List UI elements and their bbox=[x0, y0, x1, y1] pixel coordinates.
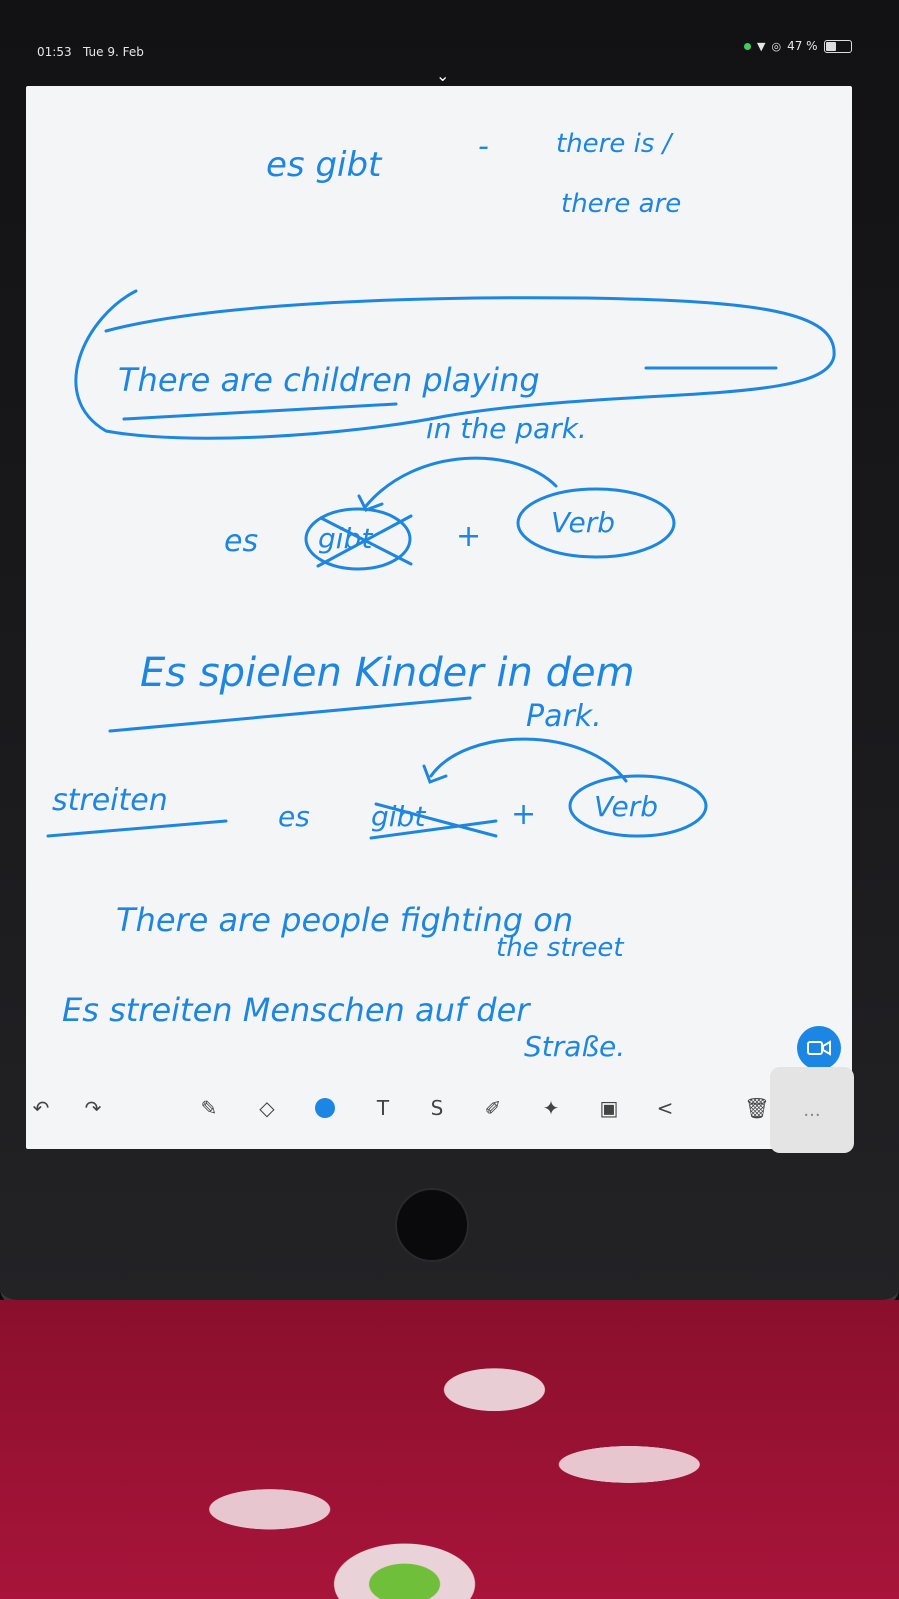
camera-indicator-icon bbox=[744, 42, 751, 50]
text-es-streiten: Es streiten Menschen auf der bbox=[62, 991, 531, 1029]
text-strasse: Straße. bbox=[524, 1030, 625, 1063]
text-verb-2: Verb bbox=[594, 790, 658, 823]
select-icon[interactable]: ▣ bbox=[599, 1096, 619, 1120]
text-es-1: es bbox=[224, 524, 258, 559]
text-there-are-children: There are children playing bbox=[118, 361, 540, 399]
back-icon[interactable]: < bbox=[656, 1096, 674, 1120]
status-indicators: ▼ ◎ 47 % bbox=[744, 39, 852, 53]
text-es-2: es bbox=[278, 800, 310, 833]
underline-streiten bbox=[46, 819, 228, 838]
underline-there bbox=[122, 402, 398, 421]
status-time: 01:53 Tue 9. Feb bbox=[37, 45, 144, 59]
color-dot-icon[interactable] bbox=[310, 1093, 340, 1123]
arrow-stroke-2 bbox=[429, 737, 628, 783]
underline-es-spielen bbox=[108, 696, 472, 733]
eraser-icon[interactable]: ◇ bbox=[259, 1096, 275, 1120]
location-icon: ◎ bbox=[771, 39, 782, 53]
text-verb-1: Verb bbox=[551, 506, 615, 539]
text-there-are-people: There are people fighting on bbox=[116, 901, 573, 939]
battery-percent: 47 % bbox=[787, 39, 818, 53]
text-there-is: there is / bbox=[556, 129, 675, 159]
redo-icon[interactable]: ↷ bbox=[84, 1096, 102, 1120]
trash-icon[interactable]: 🗑 bbox=[744, 1096, 770, 1120]
cross-1 bbox=[316, 514, 413, 568]
note-canvas[interactable]: es gibt - there is / there are There are… bbox=[26, 86, 852, 1149]
verb-circle-2 bbox=[568, 774, 708, 838]
text-there-are: there are bbox=[561, 189, 681, 219]
magic-wand-icon[interactable]: ✦ bbox=[542, 1096, 560, 1120]
gibt-circle-1 bbox=[304, 507, 412, 571]
battery-icon bbox=[823, 39, 852, 53]
arrowhead-2 bbox=[422, 764, 448, 784]
text-es-spielen: Es spielen Kinder in dem bbox=[140, 650, 635, 696]
time-label: 01:53 bbox=[37, 45, 72, 59]
text-park: Park. bbox=[526, 699, 602, 734]
text-streiten: streiten bbox=[52, 783, 168, 818]
undo-icon[interactable]: ↶ bbox=[32, 1096, 50, 1120]
text-dash: - bbox=[478, 129, 489, 164]
cross-2 bbox=[369, 802, 498, 840]
handwriting-layer: es gibt - there is / there are There are… bbox=[46, 129, 836, 1063]
shape-tool-icon[interactable]: S bbox=[430, 1096, 444, 1120]
background-fabric bbox=[0, 1300, 899, 1599]
text-plus-2: + bbox=[511, 797, 536, 832]
status-bar: 01:53 Tue 9. Feb ▼ ◎ 47 % bbox=[0, 30, 899, 70]
chevron-down-icon[interactable]: ⌄ bbox=[436, 66, 450, 85]
text-the-street: the street bbox=[496, 933, 624, 963]
home-button[interactable] bbox=[395, 1188, 469, 1262]
text-in-the-park: in the park. bbox=[426, 412, 587, 445]
text-plus-1: + bbox=[456, 519, 481, 554]
video-camera-icon bbox=[807, 1040, 831, 1056]
text-tool-icon[interactable]: T bbox=[376, 1096, 390, 1120]
pen-icon[interactable]: ✎ bbox=[200, 1096, 218, 1120]
text-es-gibt: es gibt bbox=[266, 145, 383, 185]
arrow-stroke-1 bbox=[364, 456, 558, 508]
wifi-icon: ▼ bbox=[757, 39, 766, 53]
date-label: Tue 9. Feb bbox=[83, 45, 144, 59]
more-button[interactable]: ... bbox=[770, 1067, 854, 1153]
record-video-button[interactable] bbox=[797, 1026, 841, 1070]
drawing-toolbar: ↶ ↷ ✎ ◇ T S ✐ ✦ ▣ < 🗑 bbox=[26, 1083, 852, 1143]
highlighter-icon[interactable]: ✐ bbox=[484, 1096, 502, 1120]
verb-circle-1 bbox=[516, 487, 676, 559]
circle-stroke bbox=[74, 289, 836, 440]
